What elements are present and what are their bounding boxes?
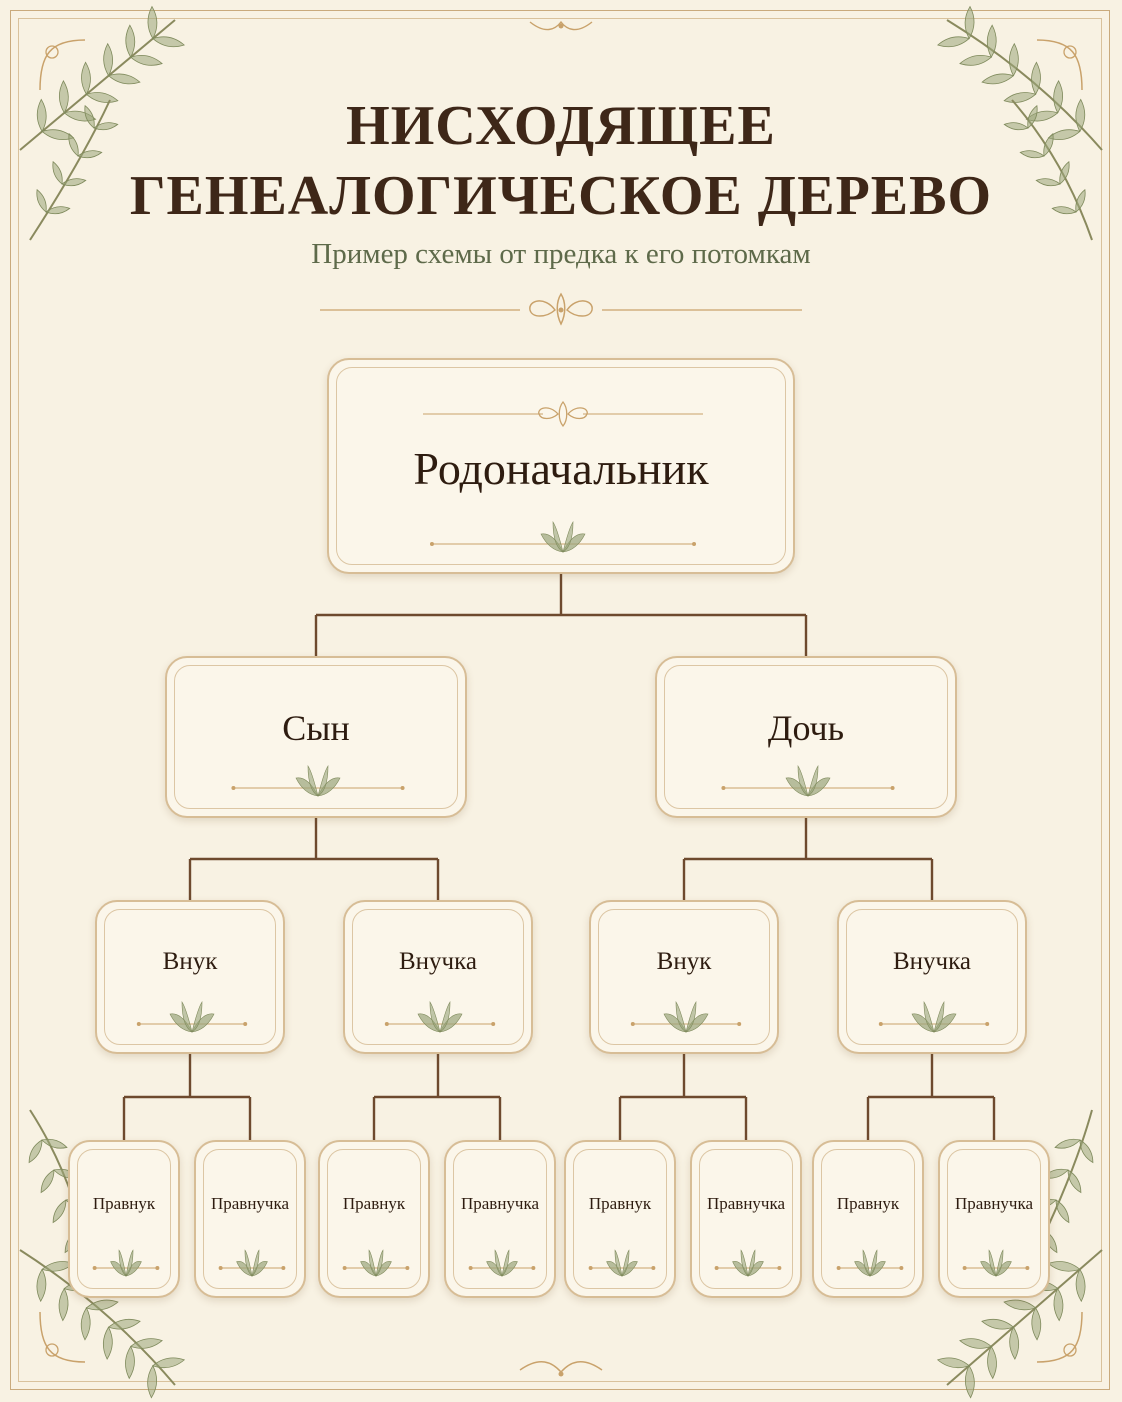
node-label: Внук xyxy=(656,948,712,975)
card-inner-border xyxy=(664,665,948,809)
laurel-sprig-icon xyxy=(588,1249,656,1277)
laurel-sprig-icon xyxy=(468,1249,536,1277)
node-great-grandchild: Правнучка xyxy=(444,1140,556,1298)
outer-frame xyxy=(10,10,1110,1390)
connector xyxy=(866,1054,996,1140)
card-inner-border xyxy=(947,1149,1041,1289)
laurel-sprig-icon xyxy=(218,1249,286,1277)
inner-frame xyxy=(18,18,1102,1382)
node-label: Внучка xyxy=(893,948,971,975)
node-great-grandchild: Правнук xyxy=(812,1140,924,1298)
node-great-grandchild: Правнучка xyxy=(938,1140,1050,1298)
node-grandchild: Внучка xyxy=(837,900,1027,1054)
connector xyxy=(682,818,934,900)
flourish-ornament-icon xyxy=(320,20,802,326)
node-label: Сын xyxy=(282,708,350,748)
card-inner-border xyxy=(598,909,770,1045)
node-child: Дочь xyxy=(655,656,957,818)
laurel-sprig-icon xyxy=(92,1249,160,1277)
node-grandchild: Внук xyxy=(589,900,779,1054)
node-label: Правнук xyxy=(836,1194,900,1213)
node-label: Правнук xyxy=(588,1194,652,1213)
laurel-sprig-icon xyxy=(136,1001,248,1033)
node-great-grandchild: Правнук xyxy=(68,1140,180,1298)
node-great-grandchild: Правнучка xyxy=(690,1140,802,1298)
node-label: Дочь xyxy=(767,708,845,748)
card-inner-border xyxy=(453,1149,547,1289)
node-great-grandchild: Правнук xyxy=(564,1140,676,1298)
node-label: Внук xyxy=(162,948,218,975)
node-label: Внучка xyxy=(399,948,477,975)
node-label: Правнук xyxy=(342,1194,406,1213)
node-great-grandchild: Правнучка xyxy=(194,1140,306,1298)
card-inner-border xyxy=(327,1149,421,1289)
node-child: Сын xyxy=(165,656,467,818)
card-inner-border xyxy=(174,665,458,809)
card-inner-border xyxy=(846,909,1018,1045)
connector xyxy=(122,1054,252,1140)
card-inner-border xyxy=(821,1149,915,1289)
laurel-sprig-icon xyxy=(342,1249,410,1277)
node-label: Правнучка xyxy=(954,1194,1034,1213)
connector xyxy=(188,818,440,900)
laurel-sprig-icon xyxy=(714,1249,782,1277)
laurel-sprig-icon xyxy=(836,1249,904,1277)
card-inner-border xyxy=(77,1149,171,1289)
node-root: Родоначальник xyxy=(327,358,795,574)
node-label: Правнучка xyxy=(210,1194,290,1213)
connector xyxy=(618,1054,748,1140)
node-grandchild: Внучка xyxy=(343,900,533,1054)
card-inner-border xyxy=(104,909,276,1045)
laurel-sprig-icon xyxy=(962,1249,1030,1277)
node-label: Правнучка xyxy=(460,1194,540,1213)
laurel-sprig-icon xyxy=(878,1001,990,1033)
laurel-sprig-icon xyxy=(384,1001,496,1033)
page-title-line-2: ГЕНЕАЛОГИЧЕСКОЕ ДЕРЕВО xyxy=(129,165,993,227)
laurel-sprig-icon xyxy=(721,765,895,797)
connector xyxy=(314,574,808,656)
card-inner-border xyxy=(203,1149,297,1289)
card-inner-border xyxy=(352,909,524,1045)
node-label: Правнук xyxy=(92,1194,156,1213)
flourish-ornament-icon xyxy=(423,400,703,428)
card-inner-border xyxy=(336,367,786,565)
laurel-sprig-icon xyxy=(630,1001,742,1033)
laurel-sprig-icon xyxy=(231,765,405,797)
page-subtitle: Пример схемы от предка к его потомкам xyxy=(311,238,811,270)
node-label: Родоначальник xyxy=(413,443,709,494)
node-great-grandchild: Правнук xyxy=(318,1140,430,1298)
card-inner-border xyxy=(573,1149,667,1289)
laurel-sprig-icon xyxy=(429,521,697,553)
card-inner-border xyxy=(699,1149,793,1289)
connector xyxy=(372,1054,502,1140)
node-grandchild: Внук xyxy=(95,900,285,1054)
node-label: Правнучка xyxy=(706,1194,786,1213)
page-title-line-1: НИСХОДЯЩЕЕ xyxy=(346,95,776,157)
